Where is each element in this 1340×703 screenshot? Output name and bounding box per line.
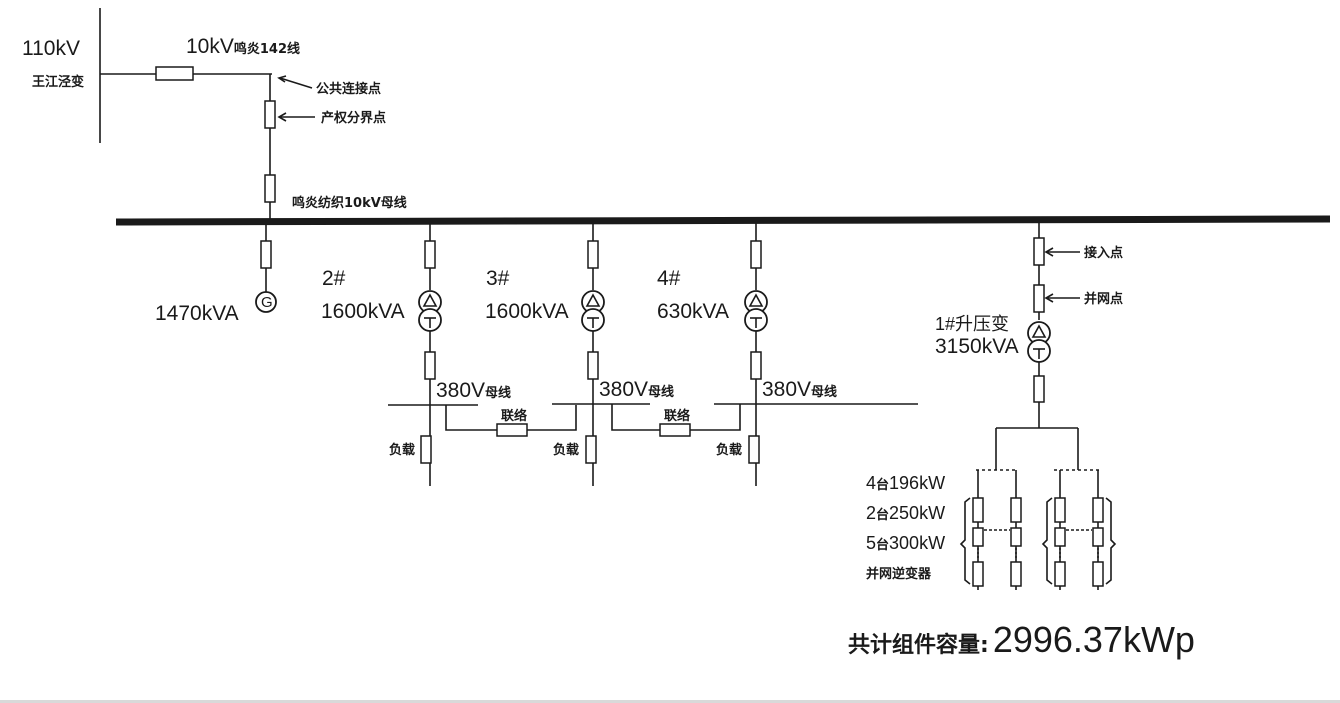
source-substation-label: 王江泾变 <box>32 74 84 90</box>
inverter-line-3: 5台300kW <box>866 533 945 553</box>
load-3-label: 负载 <box>553 442 579 458</box>
generator-rating-label: 1470kVA <box>155 302 239 325</box>
incoming-line: 10kV鸣炎142线 <box>100 35 300 81</box>
grid-connection-breaker <box>1033 284 1045 313</box>
transformer-3-branch: 3# 1600kVA 负载 <box>485 222 605 486</box>
source-voltage-label: 110kV <box>22 37 80 60</box>
lv-bus-4-label: 380V母线 <box>762 378 837 401</box>
pv-branch: 接入点 并网点 1#升压变 3150kVA <box>935 220 1123 470</box>
grid-connection-point-label: 并网点 <box>1084 291 1123 307</box>
access-point-label: 接入点 <box>1084 245 1123 261</box>
incoming-line-breaker <box>155 66 194 81</box>
common-connection-point-label: 公共连接点 <box>316 81 381 97</box>
feeder-to-main-bus: 公共连接点 产权分界点 <box>264 74 386 222</box>
feeder-breaker <box>264 174 276 203</box>
inverter-line-2: 2台250kW <box>866 503 945 523</box>
property-boundary-label: 产权分界点 <box>321 110 386 126</box>
step-up-transformer-id: 1#升压变 <box>935 314 1009 334</box>
lv-bus-3-label: 380V母线 <box>599 378 674 401</box>
load-4-label: 负载 <box>716 442 742 458</box>
tie-switch-2-3 <box>496 423 528 437</box>
load-2-label: 负载 <box>389 442 415 458</box>
transformer-2-rating: 1600kVA <box>321 300 405 323</box>
transformer-2-branch: 2# 1600kVA 负载 <box>321 222 442 486</box>
lv-bus-2-label: 380V母线 <box>436 379 511 402</box>
generator-icon <box>255 291 277 313</box>
main-bus-label: 鸣炎纺织10kV母线 <box>292 195 407 211</box>
transformer-3-id: 3# <box>486 267 510 290</box>
boundary-switch <box>264 100 276 129</box>
transformer-3-rating: 1600kVA <box>485 300 569 323</box>
inverter-label: 并网逆变器 <box>866 566 932 582</box>
inverter-group-right <box>1041 469 1117 590</box>
main-bus-10kv <box>115 215 1331 226</box>
generator-breaker <box>260 240 272 269</box>
transformer-2-id: 2# <box>322 267 346 290</box>
generator-branch: G 1470kVA <box>155 222 277 325</box>
transformer-4-branch: 4# 630kVA 负载 <box>657 222 768 486</box>
inverter-labels: 4台196kW 2台250kW 5台300kW 并网逆变器 <box>866 473 945 582</box>
incoming-line-label: 10kV鸣炎142线 <box>186 35 300 58</box>
inverter-line-1: 4台196kW <box>866 473 945 493</box>
tie-switch-3-4 <box>659 423 691 437</box>
source-110kv: 110kV 王江泾变 <box>22 8 101 143</box>
access-breaker <box>1033 237 1045 266</box>
inverter-group-left <box>959 469 1022 590</box>
generator-symbol: G <box>261 294 273 311</box>
low-voltage-buses: 380V母线 380V母线 380V母线 联络 联络 <box>388 378 918 437</box>
total-capacity: 共计组件容量:2996.37kWp <box>848 619 1195 660</box>
step-up-transformer-rating: 3150kVA <box>935 335 1019 358</box>
tie-3-4-label: 联络 <box>664 408 690 424</box>
transformer-4-rating: 630kVA <box>657 300 729 323</box>
tie-2-3-label: 联络 <box>501 408 527 424</box>
transformer-4-id: 4# <box>657 267 681 290</box>
bottom-border <box>0 700 1340 703</box>
